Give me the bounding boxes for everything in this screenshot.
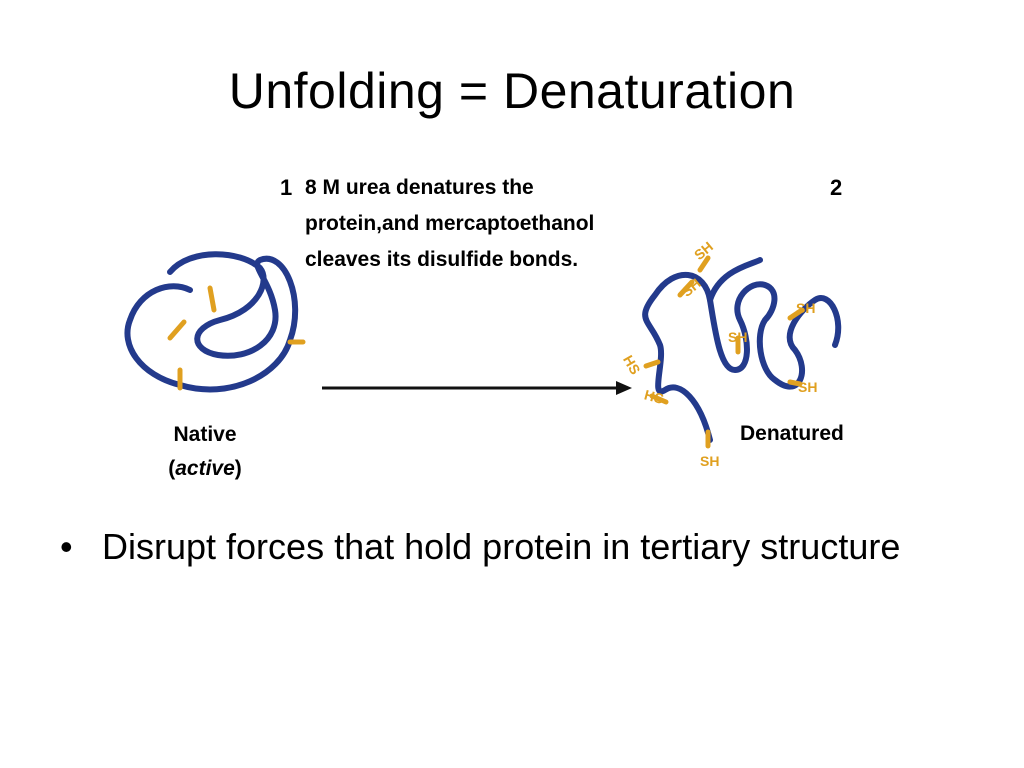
denatured-protein-chain-tail (707, 257, 763, 303)
step-2-number: 2 (830, 175, 843, 200)
step-1-line: cleaves its disulfide bonds. (305, 248, 579, 271)
native-protein-chain (124, 251, 299, 393)
bullet-text: Disrupt forces that hold protein in tert… (102, 526, 901, 567)
native-disulfide-bonds (167, 285, 306, 391)
sulfhydryl-stubs (643, 255, 805, 449)
sh-label: SH (798, 379, 817, 395)
hs-label: HS (620, 352, 644, 377)
denaturation-arrow-head (616, 381, 632, 395)
step-1-description: 8 M urea denatures the protein,and merca… (305, 170, 594, 278)
slide-title: Unfolding = Denaturation (228, 63, 796, 119)
denaturation-diagram: SH SH SH SH HS HS SH SH (124, 238, 842, 469)
denatured-label: Denatured (740, 422, 844, 445)
native-label-block: Native (active) (150, 418, 260, 486)
active-label: active (175, 457, 235, 480)
native-label: Native (173, 423, 237, 446)
sh-label: SH (796, 300, 815, 316)
bullet-dot-icon: • (60, 526, 73, 567)
sh-label: SH (728, 329, 747, 345)
sh-label: SH (691, 238, 716, 263)
denaturation-figure: SH SH SH SH HS HS SH SH 1 8 M urea denat… (110, 170, 905, 500)
step-1-line: 8 M urea denatures the (305, 176, 534, 199)
step-1-line: protein,and mercaptoethanol (305, 212, 595, 235)
native-activity-label: (active) (168, 457, 242, 480)
hs-label: HS (643, 386, 666, 406)
step-1-number: 1 (280, 175, 293, 200)
denatured-protein-chain (642, 272, 842, 443)
bullet-item: • Disrupt forces that hold protein in te… (60, 522, 960, 572)
bullet-list: • Disrupt forces that hold protein in te… (60, 522, 960, 572)
sh-label: SH (700, 453, 719, 469)
